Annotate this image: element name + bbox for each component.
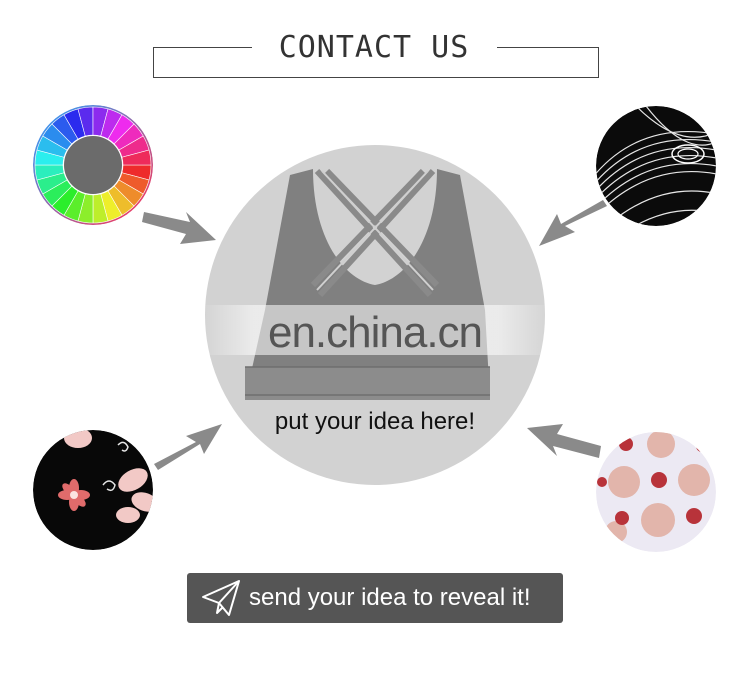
idea-prompt: put your idea here! bbox=[274, 408, 476, 435]
color-wheel-segment bbox=[121, 149, 152, 166]
arrow-top-right bbox=[539, 200, 607, 246]
floral-thumbnail bbox=[33, 430, 153, 550]
send-idea-button[interactable]: send your idea to reveal it! bbox=[187, 573, 563, 623]
color-wheel-thumbnail bbox=[33, 105, 153, 225]
arrow-top-left bbox=[142, 212, 216, 244]
send-idea-label: send your idea to reveal it! bbox=[249, 584, 531, 611]
arrow-bottom-left bbox=[154, 424, 222, 470]
header-line-left bbox=[153, 47, 252, 48]
arrow-bottom-right bbox=[527, 424, 601, 458]
page-title: CONTACT US bbox=[278, 30, 470, 65]
wave-lines-thumbnail bbox=[596, 106, 716, 226]
polka-dots-thumbnail bbox=[596, 432, 716, 552]
paper-plane-icon bbox=[202, 580, 240, 616]
header-line-right bbox=[497, 47, 598, 48]
watermark: en.china.cn bbox=[267, 308, 483, 357]
watermark-band bbox=[200, 305, 552, 355]
header-frame bbox=[153, 47, 599, 78]
